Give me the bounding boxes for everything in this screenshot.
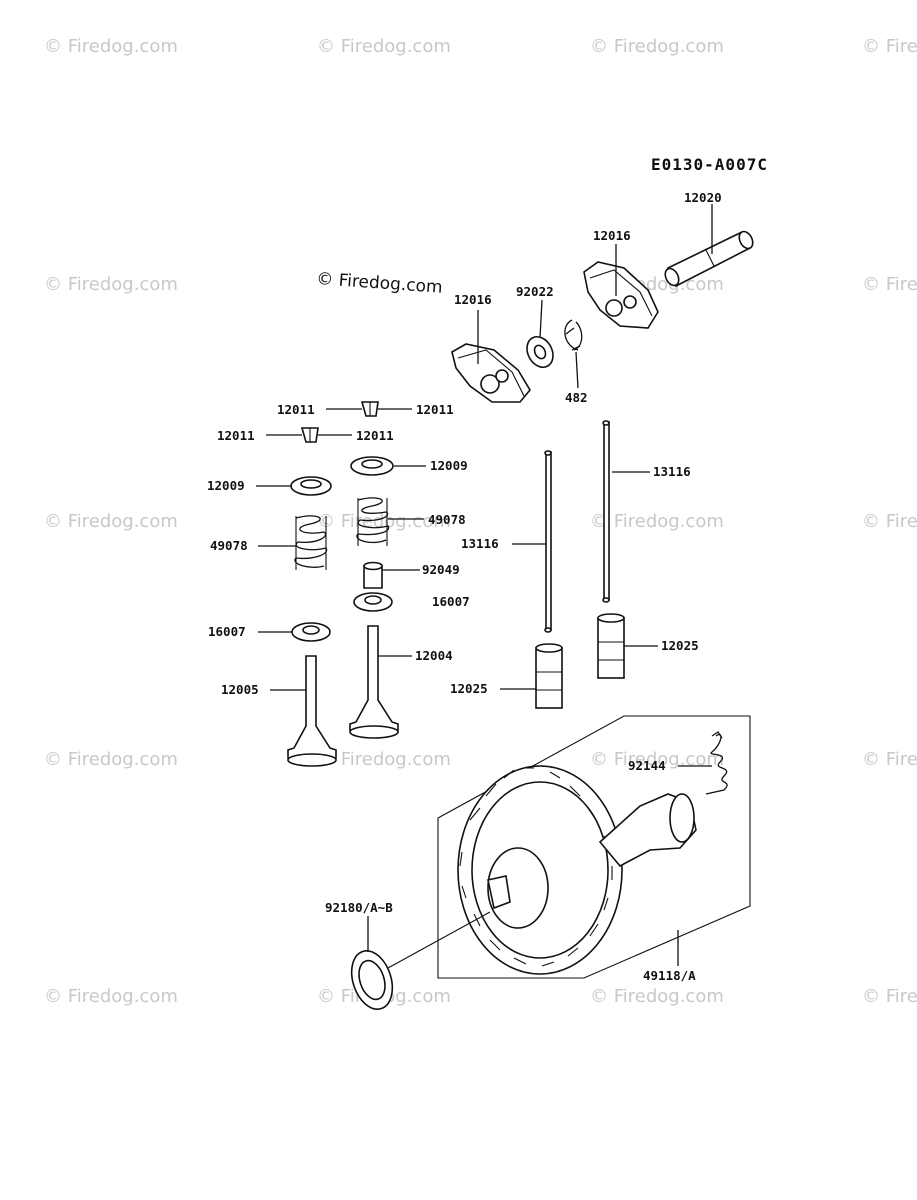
circlip-482 xyxy=(564,319,583,351)
watermark: © Firedog.com xyxy=(590,986,724,1007)
label-12011-b-right: 12011 xyxy=(356,428,394,443)
label-13116-left: 13116 xyxy=(461,536,499,551)
rocker-arm-right xyxy=(583,261,659,329)
label-12020: 12020 xyxy=(684,190,722,205)
spring-92144 xyxy=(705,731,728,795)
valve-cotter-lower xyxy=(300,427,319,443)
label-92180: 92180/A~B xyxy=(325,900,393,915)
label-12011-a-left: 12011 xyxy=(277,402,315,417)
label-12016-right: 12016 xyxy=(593,228,631,243)
part-labels: 12020 12016 12016 92022 482 12011 12011 … xyxy=(207,190,722,983)
watermark: © Firedog.com xyxy=(317,36,451,57)
label-49118: 49118/A xyxy=(643,968,696,983)
valve-12005 xyxy=(287,655,337,767)
tappet-right xyxy=(597,613,625,679)
label-12025-left: 12025 xyxy=(450,681,488,696)
label-482: 482 xyxy=(565,390,588,405)
label-12005: 12005 xyxy=(221,682,259,697)
label-92144: 92144 xyxy=(628,758,666,773)
label-16007-right: 16007 xyxy=(432,594,470,609)
label-12011-b-left: 12011 xyxy=(217,428,255,443)
valve-12004 xyxy=(349,625,399,739)
valve-seal-right xyxy=(353,592,393,612)
spring-retainer-left xyxy=(290,476,332,496)
label-49078-right: 49078 xyxy=(428,512,466,527)
watermark: © Firedog.com xyxy=(44,749,178,770)
valve-seal-left xyxy=(291,622,331,642)
label-12009-right: 12009 xyxy=(430,458,468,473)
watermark: © Firedog.com xyxy=(44,511,178,532)
rocker-shaft xyxy=(664,230,754,288)
watermark: © Firedog.com xyxy=(862,36,917,57)
copyright-mark: © Firedog.com xyxy=(316,269,444,298)
rocker-arm-left xyxy=(451,343,531,403)
camshaft-assembly-box xyxy=(437,715,751,979)
label-92022: 92022 xyxy=(516,284,554,299)
camshaft-gear xyxy=(457,765,697,975)
watermarks: © Firedog.com © Firedog.com © Firedog.co… xyxy=(44,36,917,1007)
watermark: © Firedog.com xyxy=(44,36,178,57)
collar-92049 xyxy=(363,561,383,589)
watermark: © Firedog.com xyxy=(44,986,178,1007)
label-12016-left: 12016 xyxy=(454,292,492,307)
pushrod-right xyxy=(602,420,610,603)
tappet-left xyxy=(535,643,563,709)
watermark: © Firedog.com xyxy=(590,511,724,532)
label-16007-left: 16007 xyxy=(208,624,246,639)
label-12011-a-right: 12011 xyxy=(416,402,454,417)
label-12009-left: 12009 xyxy=(207,478,245,493)
watermark: © Firedog.com xyxy=(317,511,451,532)
pushrod-left xyxy=(544,450,552,633)
valve-spring-left xyxy=(294,515,328,570)
watermark: © Firedog.com xyxy=(590,36,724,57)
watermark: © Firedog.com xyxy=(862,511,917,532)
shim-92180 xyxy=(350,911,491,1010)
label-49078-left: 49078 xyxy=(210,538,248,553)
label-13116-right: 13116 xyxy=(653,464,691,479)
watermark: © Firedog.com xyxy=(590,749,724,770)
washer-92022 xyxy=(526,335,554,369)
watermark: © Firedog.com xyxy=(862,274,917,295)
label-12025-right: 12025 xyxy=(661,638,699,653)
watermark: © Firedog.com xyxy=(862,749,917,770)
valve-spring-right xyxy=(356,497,390,546)
watermark: © Firedog.com xyxy=(317,749,451,770)
watermark: © Firedog.com xyxy=(862,986,917,1007)
label-92049: 92049 xyxy=(422,562,460,577)
label-12004: 12004 xyxy=(415,648,453,663)
spring-retainer-right xyxy=(350,456,394,476)
valve-cotter-upper xyxy=(360,401,379,417)
watermark: © Firedog.com xyxy=(44,274,178,295)
diagram-code: E0130-A007C xyxy=(651,155,768,174)
leader-lines xyxy=(256,204,713,966)
